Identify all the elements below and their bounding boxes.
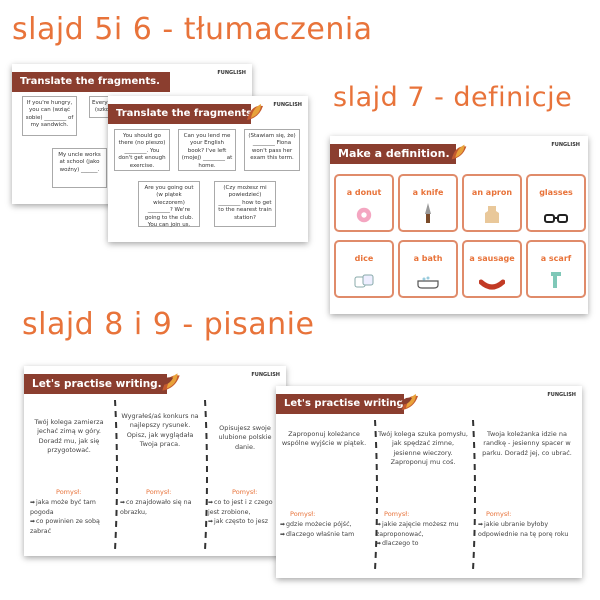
card-apron: an apron — [462, 174, 522, 232]
card-knife: a knife — [398, 174, 458, 232]
card-label: a sausage — [469, 254, 515, 263]
brand-logo: FUNGLISH — [217, 70, 246, 76]
fragment-box: (Stawiam się, że) ________ Fiona won't p… — [244, 129, 300, 171]
brand-logo: FUNGLISH — [273, 102, 302, 108]
card-label: a knife — [412, 188, 444, 197]
card-label: a scarf — [540, 254, 572, 263]
pomysl-label: Pomysł: — [384, 510, 410, 518]
column-divider — [114, 400, 118, 550]
hint-item: gdzie możecie pójść, — [280, 520, 370, 530]
fragment-box: You should go there (no pieszo) ________… — [114, 129, 170, 171]
knife-icon — [425, 203, 431, 223]
card-bath: a bath — [398, 240, 458, 298]
hint-item: jakie ubranie byłoby odpowiednie na tę p… — [478, 520, 574, 539]
brand-logo: FUNGLISH — [551, 142, 580, 148]
autumn-leaves-icon — [451, 144, 467, 160]
task-text: Twoja koleżanka idzie na randkę - jesien… — [482, 430, 572, 457]
card-label: dice — [354, 254, 374, 263]
slide-6: Translate the fragments. FUNGLISH You sh… — [108, 96, 308, 242]
hint-item: dlaczego właśnie tam — [280, 530, 370, 540]
task-text: Twój kolega szuka pomysłu, jak spędzać z… — [378, 430, 468, 467]
hint-item: jaka może być tam pogoda — [30, 498, 110, 517]
glasses-icon — [544, 214, 568, 223]
card-dice: dice — [334, 240, 394, 298]
column-divider — [204, 400, 208, 550]
slide-7: Make a definition. FUNGLISH a donut a kn… — [330, 136, 588, 314]
card-glasses: glasses — [526, 174, 586, 232]
pomysl-label: Pomysł: — [146, 488, 172, 496]
column-divider — [472, 420, 476, 570]
heading-writing: slajd 8 i 9 - pisanie — [22, 307, 315, 342]
autumn-leaves-icon — [400, 394, 418, 410]
card-label: glasses — [539, 188, 573, 197]
scarf-icon — [551, 272, 561, 288]
hint-item: co to jest i z czego jest zrobione, — [208, 498, 282, 517]
sausage-icon — [479, 279, 505, 290]
task-text: Wygrałeś/aś konkurs na najlepszy rysunek… — [121, 412, 199, 449]
card-scarf: a scarf — [526, 240, 586, 298]
fragment-box: (Czy możesz mi powiedzieć) ________ how … — [214, 181, 276, 227]
fragment-box: My uncle works at school (jako woźny) __… — [52, 148, 107, 188]
hint-list: gdzie możecie pójść, dlaczego właśnie ta… — [280, 520, 370, 539]
pomysl-label: Pomysł: — [232, 488, 258, 496]
hint-item: co znajdowało się na obrazku, — [120, 498, 200, 517]
hint-item: jakie zajęcie możesz mu zaproponować, — [376, 520, 468, 539]
brand-logo: FUNGLISH — [547, 392, 576, 398]
bath-icon — [417, 276, 439, 289]
brand-logo: FUNGLISH — [251, 372, 280, 378]
slide-title: Translate the fragments. — [12, 72, 170, 92]
hint-list: jakie zajęcie możesz mu zaproponować, dl… — [376, 520, 468, 549]
card-label: an apron — [471, 188, 513, 197]
card-label: a bath — [413, 254, 443, 263]
heading-translations: slajd 5i 6 - tłumaczenia — [12, 12, 373, 47]
hint-list: jakie ubranie byłoby odpowiednie na tę p… — [478, 520, 574, 539]
slide-title: Make a definition. — [330, 144, 456, 164]
hint-list: jaka może być tam pogoda co powinien ze … — [30, 498, 110, 536]
donut-icon — [356, 207, 372, 223]
pomysl-label: Pomysł: — [290, 510, 316, 518]
dice-icon — [354, 274, 374, 288]
slide-8: Let's practise writing. FUNGLISH Twój ko… — [24, 366, 286, 556]
card-donut: a donut — [334, 174, 394, 232]
fragment-box: Are you going out (w piątek wieczorem) _… — [138, 181, 200, 228]
card-sausage: a sausage — [462, 240, 522, 298]
hint-item: jak często to jesz — [208, 517, 282, 527]
apron-icon — [485, 206, 499, 223]
hint-list: co to jest i z czego jest zrobione, jak … — [208, 498, 282, 527]
fragment-box: If you're hungry, you can (wziąć sobie) … — [22, 96, 77, 136]
fragment-box: Can you lend me your English book? I've … — [178, 129, 236, 171]
task-text: Opisujesz swoje ulubione polskie danie. — [218, 424, 272, 451]
slide-title: Let's practise writing. — [276, 394, 408, 414]
autumn-leaves-icon — [160, 373, 180, 391]
slide-9: Let's practise writing. FUNGLISH Zapropo… — [276, 386, 582, 578]
hint-list: co znajdowało się na obrazku, — [120, 498, 200, 517]
pomysl-label: Pomysł: — [486, 510, 512, 518]
hint-item: co powinien ze sobą zabrać — [30, 517, 110, 536]
column-divider — [374, 420, 378, 570]
slide-title: Let's practise writing. — [24, 374, 167, 394]
slide-title: Translate the fragments. — [108, 104, 256, 124]
task-text: Twój kolega zamierza jechać zimą w góry.… — [34, 418, 104, 455]
heading-definitions: slajd 7 - definicje — [333, 82, 573, 113]
hint-item: dlaczego to — [376, 539, 468, 549]
task-text: Zaproponuj koleżance wspólne wyjście w p… — [281, 430, 367, 448]
autumn-leaves-icon — [247, 104, 263, 120]
pomysl-label: Pomysł: — [56, 488, 82, 496]
card-label: a donut — [346, 188, 382, 197]
